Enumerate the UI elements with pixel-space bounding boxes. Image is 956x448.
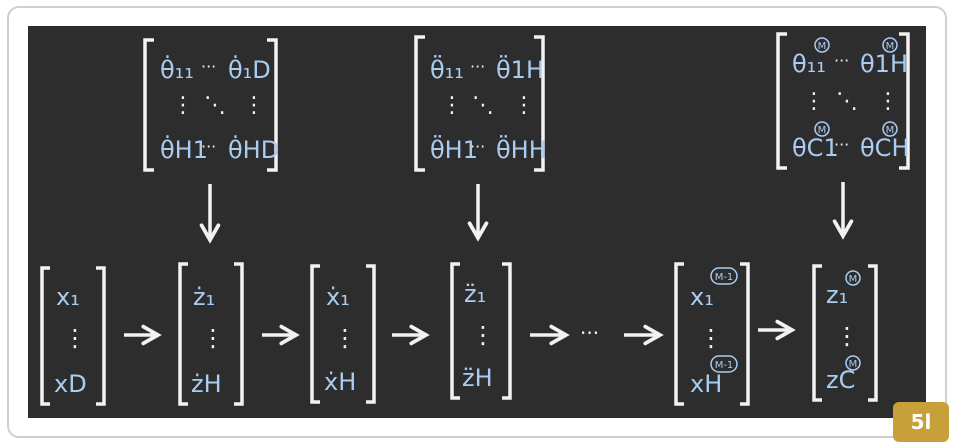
superscript: M <box>818 41 827 52</box>
ddots: ⋱ <box>472 93 494 118</box>
matrix-theta-m: θ₁₁ M ··· θ1H M ⋮ ⋱ ⋮ θC1 M ··· θCH M <box>776 32 910 170</box>
ddots: ⋱ <box>204 93 226 118</box>
superscript: M-1 <box>715 360 734 371</box>
left-bracket <box>178 262 188 406</box>
matrix-entry: θ̈H1 <box>430 135 478 164</box>
matrix-entry: θ̇H1 <box>160 135 208 164</box>
hdots: ··· <box>470 137 485 156</box>
left-bracket <box>812 264 822 402</box>
vector-entry: xD <box>54 370 87 398</box>
vector-z-ddot: z̈₁ ⋮ z̈H <box>450 262 512 400</box>
left-bracket <box>40 266 50 406</box>
hdots: ··· <box>470 57 485 76</box>
vdots: ⋮ <box>441 93 463 118</box>
superscript: M <box>849 359 858 370</box>
vdots: ⋮ <box>803 89 825 114</box>
vdots: ⋮ <box>513 93 535 118</box>
vdots: ⋮ <box>243 93 265 118</box>
right-bracket <box>267 38 278 172</box>
matrix-entry: θCH <box>860 134 910 162</box>
matrix-entry: θ̇HD <box>228 135 279 164</box>
vector-entry: żH <box>191 370 222 398</box>
hdots: ··· <box>201 57 216 76</box>
left-bracket <box>310 264 320 404</box>
left-bracket <box>674 262 684 406</box>
vdots: ⋮ <box>835 322 859 350</box>
matrix-entry: θC1 <box>792 134 839 162</box>
superscript: M <box>886 41 895 52</box>
slide-number-badge: 5l <box>893 402 949 442</box>
vdots: ⋮ <box>333 324 357 352</box>
vector-entry: ẋH <box>324 368 356 396</box>
ddots: ⋱ <box>836 89 858 114</box>
right-bracket <box>899 32 910 170</box>
vector-entry: xH <box>690 370 722 398</box>
matrix-entry: θ̈₁₁ <box>430 55 464 84</box>
matrix-theta-ddot: θ̈₁₁ ··· θ̈1H ⋮ ⋱ ⋮ θ̈H1 ··· θ̈HH <box>414 35 547 172</box>
left-bracket <box>776 32 787 170</box>
vector-entry: z₁ <box>826 281 848 309</box>
matrix-entry: θ̇₁₁ <box>160 55 194 84</box>
right-bracket <box>868 264 878 402</box>
vdots: ⋮ <box>172 93 194 118</box>
left-bracket <box>414 35 425 172</box>
vector-entry: ż₁ <box>193 283 215 311</box>
vdots: ⋮ <box>201 324 225 352</box>
right-bracket <box>234 262 244 406</box>
vector-x-m-minus-1: x₁ M-1 ⋮ xH M-1 <box>674 262 750 406</box>
superscript: M <box>818 125 827 136</box>
vector-entry: ẋ₁ <box>326 283 350 311</box>
vector-z-dot: ż₁ ⋮ żH <box>178 262 244 406</box>
vector-entry: z̈H <box>462 364 493 392</box>
right-bracket <box>96 266 106 406</box>
superscript: M <box>886 125 895 136</box>
right-bracket <box>534 35 545 172</box>
matrix-entry: θ₁₁ <box>792 50 826 78</box>
vector-entry: x₁ <box>56 283 80 311</box>
vdots: ⋮ <box>699 324 723 352</box>
superscript: M <box>849 274 858 285</box>
matrix-entry: θ̈1H <box>496 55 544 84</box>
right-bracket <box>502 262 512 400</box>
vector-entry: z̈₁ <box>464 280 486 308</box>
chain-ellipsis: ··· <box>580 321 599 345</box>
hdots: ··· <box>834 135 849 154</box>
hdots: ··· <box>834 51 849 70</box>
left-bracket <box>450 262 460 400</box>
matrix-entry: θ1H <box>860 50 908 78</box>
matrix-entry: θ̇₁D <box>228 55 271 84</box>
vdots: ⋮ <box>877 89 899 114</box>
superscript: M-1 <box>715 272 734 283</box>
vdots: ⋮ <box>63 324 87 352</box>
matrix-theta-dot: θ̇₁₁ ··· θ̇₁D ⋮ ⋱ ⋮ θ̇H1 ··· θ̇HD <box>143 38 279 172</box>
matrix-entry: θ̈HH <box>496 135 547 164</box>
right-bracket <box>366 264 376 404</box>
vector-entry: x₁ <box>690 283 714 311</box>
hdots: ··· <box>201 137 216 156</box>
vector-z-m: z₁ M ⋮ zC M <box>812 264 878 402</box>
vector-entry: zC <box>826 366 855 394</box>
vector-x: x₁ ⋮ xD <box>40 266 106 406</box>
left-bracket <box>143 38 154 172</box>
right-bracket <box>740 262 750 406</box>
vector-x-dot: ẋ₁ ⋮ ẋH <box>310 264 376 404</box>
vdots: ⋮ <box>471 321 495 349</box>
